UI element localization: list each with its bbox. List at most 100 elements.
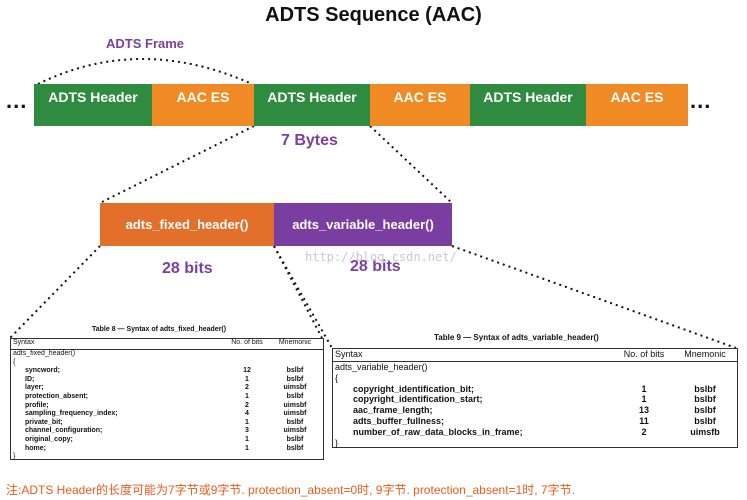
stream-ellipsis-left: ... <box>6 88 28 113</box>
table8-row-name: channel_configuration; <box>25 427 103 435</box>
table8-caption: Table 8 — Syntax of adts_fixed_header() <box>92 326 227 333</box>
header-left-line <box>99 125 255 204</box>
table8-row: ID; 1 bslbf <box>11 376 323 385</box>
table8-row-bits: 1 <box>245 375 249 383</box>
table9-row-mnemonic: bslbf <box>694 415 716 426</box>
diagram-title: ADTS Sequence (AAC) <box>265 4 482 26</box>
table8-row: syncword; 12 bslbf <box>11 367 323 376</box>
table9-row-bits: 11 <box>639 415 649 426</box>
table9-header: Syntax No. of bits Mnemonic <box>333 349 737 362</box>
table9-row-bits: 1 <box>641 394 647 405</box>
footnote: 注:ADTS Header的长度可能为7字节或9字节. protection_a… <box>6 483 575 497</box>
table9-row: number_of_raw_data_blocks_in_frame; 2 uims… <box>333 427 737 438</box>
fixed-header-bits: 28 bits <box>162 260 213 277</box>
table8-row-name: sampling_frequency_index; <box>25 410 118 418</box>
table8-row-bits: 2 <box>245 384 249 392</box>
table9-row: adts_buffer_fullness; 11 bslbf <box>333 416 737 427</box>
header-right-line <box>369 125 453 204</box>
table8-row-mnemonic: uimsbf <box>283 427 307 435</box>
table8-row-name: ID; <box>25 375 35 383</box>
table9-row-name: copyright_identification_bit; <box>353 383 475 394</box>
table9-col-mnemonic: Mnemonic <box>684 349 726 359</box>
stream-segment-aac-es-3: AAC ES <box>586 84 688 126</box>
frame-arc <box>37 58 253 85</box>
table9-close-brace: } <box>335 437 339 448</box>
table9-row-bits: 1 <box>641 383 647 394</box>
table9-row-bits: 13 <box>638 405 649 416</box>
variable-header-bits: 28 bits <box>350 258 401 275</box>
table8-open-brace: { <box>13 358 16 366</box>
table8-row-bits: 3 <box>245 427 249 435</box>
table8-row-bits: 12 <box>243 367 251 375</box>
table8-row-name: syncword; <box>25 367 61 375</box>
table9-row-mnemonic: bslbf <box>694 405 716 416</box>
table8-row: original_copy; 1 bslbf <box>11 436 323 445</box>
table9: Syntax No. of bits Mnemonic adts_variabl… <box>332 348 738 448</box>
stream-segment-adts-header-2: ADTS Header <box>254 84 370 126</box>
table8-row: sampling_frequency_index; 4 uimsbf <box>11 410 323 419</box>
table9-row-mnemonic: bslbf <box>694 394 716 405</box>
table8-row: channel_configuration; 3 uimsbf <box>11 427 323 436</box>
table9-row: copyright_identification_bit; 1 bslbf <box>333 384 737 395</box>
table8-row-mnemonic: uimsbf <box>283 410 307 418</box>
table9-row-mnemonic: bslbf <box>694 383 716 394</box>
table9-row-bits: 2 <box>641 426 647 437</box>
table8-row-bits: 1 <box>245 435 249 443</box>
table8-col-syntax: Syntax <box>13 339 35 346</box>
table8-close-brace: } <box>13 453 16 461</box>
table8-row: private_bit; 1 bslbf <box>11 419 323 428</box>
variable-right-line <box>451 245 737 349</box>
stream-ellipsis-right: ... <box>690 88 712 113</box>
table8-header: Syntax No. of bits Mnemonic <box>11 339 323 350</box>
table8-row-name: private_bit; <box>25 418 63 426</box>
table8-row-bits: 2 <box>245 401 249 409</box>
table8-row-mnemonic: bslbf <box>286 418 304 426</box>
table8-row-name: home; <box>25 444 46 452</box>
table9-row: copyright_identification_start; 1 bslbf <box>333 394 737 405</box>
watermark: http://blog.csdn.net/ <box>305 250 457 264</box>
table9-row-mnemonic: uimsfb <box>690 426 720 437</box>
table9-func: adts_variable_header() <box>335 362 428 372</box>
table8-row-mnemonic: uimsbf <box>283 384 307 392</box>
stream-segment-aac-es-1: AAC ES <box>152 84 254 126</box>
frame-label: ADTS Frame <box>106 36 185 51</box>
stream-segment-aac-es-2: AAC ES <box>370 84 470 126</box>
table8-row: layer; 2 uimsbf <box>11 384 323 393</box>
table8-row-mnemonic: bslbf <box>286 375 304 383</box>
header-size-label: 7 Bytes <box>281 132 338 149</box>
table9-row: aac_frame_length; 13 bslbf <box>333 405 737 416</box>
table8-func: adts_fixed_header() <box>13 350 76 357</box>
table9-col-syntax: Syntax <box>335 349 363 359</box>
table8-row-name: original_copy; <box>25 435 73 443</box>
table8-row-mnemonic: bslbf <box>286 392 304 400</box>
table9-row-name: number_of_raw_data_blocks_in_frame; <box>353 426 523 437</box>
table8-col-mnemonic: Mnemonic <box>278 339 312 346</box>
table8-col-bits: No. of bits <box>231 339 263 346</box>
table9-caption: Table 9 — Syntax of adts_variable_header… <box>434 333 599 342</box>
table8-row-mnemonic: uimsbf <box>283 401 307 409</box>
fixed-left-line <box>9 245 101 339</box>
table8-row-bits: 1 <box>245 444 249 452</box>
table9-row-name: adts_buffer_fullness; <box>353 415 445 426</box>
variable-left-line <box>273 245 333 349</box>
table9-col-bits: No. of bits <box>623 349 665 359</box>
table9-row-name: aac_frame_length; <box>353 405 433 416</box>
table8-row-mnemonic: bslbf <box>286 444 304 452</box>
table8-row-bits: 4 <box>245 410 249 418</box>
fixed-header-box: adts_fixed_header() <box>100 203 274 246</box>
table8-row-name: profile; <box>25 401 49 409</box>
table9-open-brace: { <box>335 372 339 383</box>
stream-segment-adts-header-3: ADTS Header <box>470 84 586 126</box>
table8-row-name: layer; <box>25 384 44 392</box>
table8-row-mnemonic: bslbf <box>286 435 304 443</box>
table9-row-name: copyright_identification_start; <box>353 394 483 405</box>
table8-row-mnemonic: bslbf <box>286 367 304 375</box>
stream-segment-adts-header-1: ADTS Header <box>34 84 152 126</box>
variable-header-box: adts_variable_header() <box>274 203 452 246</box>
table8-row: home; 1 bslbf <box>11 445 323 454</box>
table8-row-bits: 1 <box>245 418 249 426</box>
